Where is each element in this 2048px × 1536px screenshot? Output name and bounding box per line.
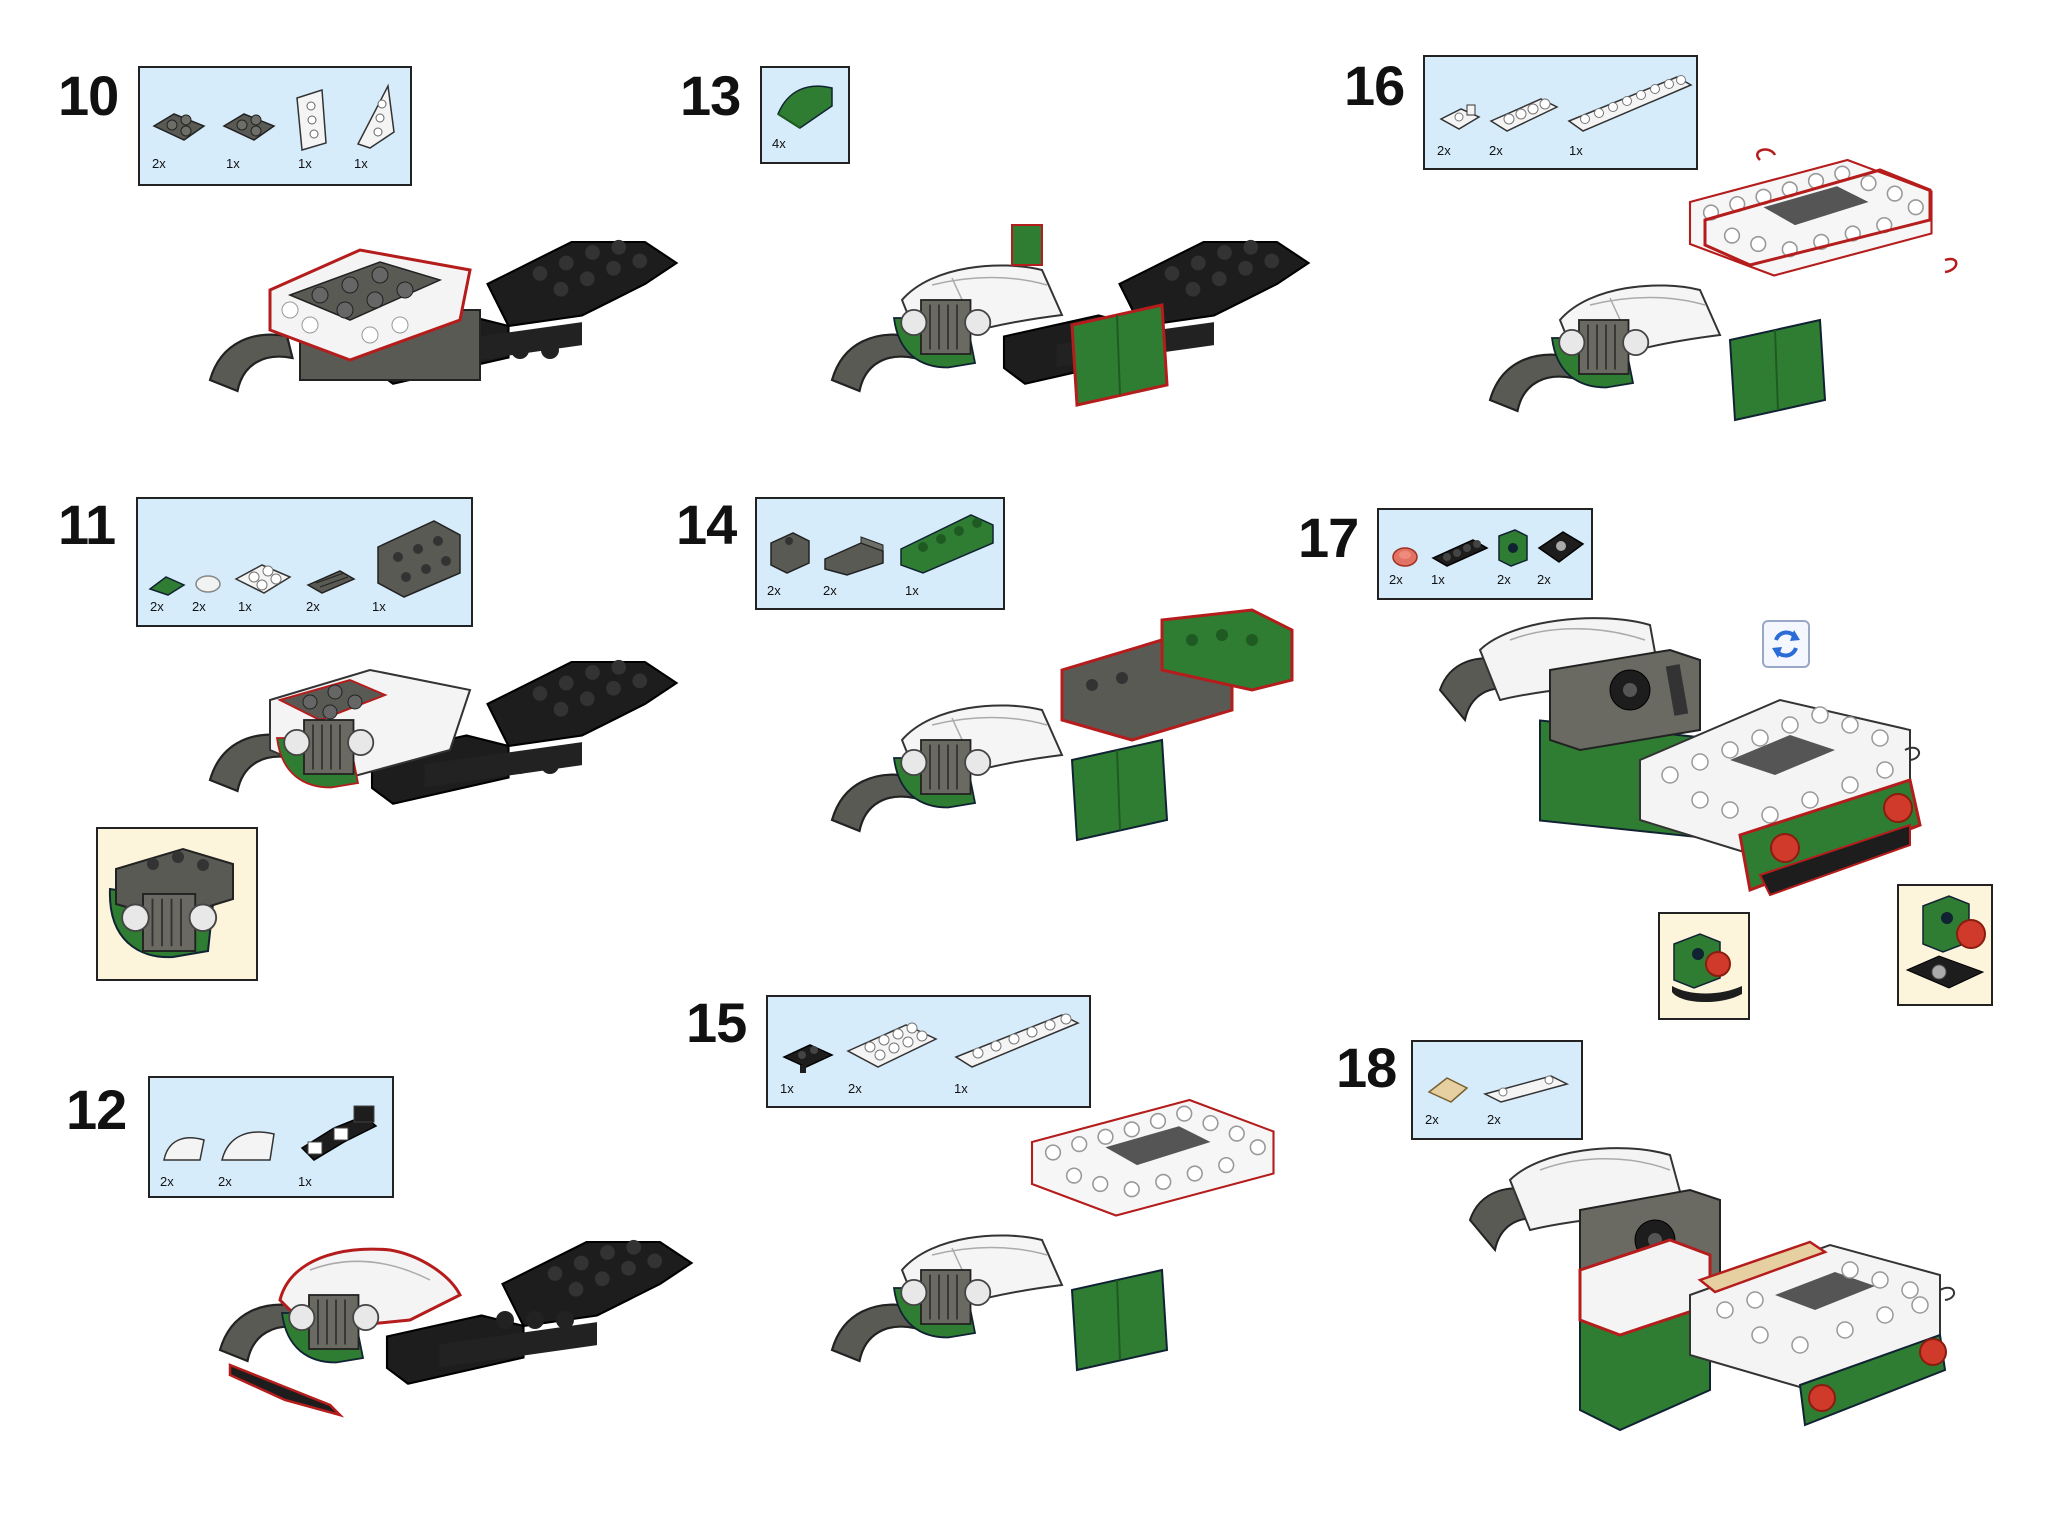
part-qty: 2x [823, 583, 837, 598]
model-step-15 [830, 1098, 1275, 1371]
grille-subassembly-icon [108, 847, 234, 959]
part-qty: 2x [1497, 572, 1511, 587]
black-exhaust-clip-icon [300, 1105, 378, 1161]
part-qty: 2x [848, 1081, 862, 1096]
step-number: 13 [680, 64, 741, 127]
dark-gray-bracket-plate-icon [377, 520, 461, 598]
step-number: 14 [676, 493, 737, 556]
dark-gray-slope-brick-icon [770, 532, 810, 574]
part-qty: 2x [1389, 572, 1403, 587]
green-curved-slope-icon [777, 85, 833, 129]
red-trans-round-plate-icon [1392, 547, 1418, 567]
part-qty: 2x [306, 599, 320, 614]
parts-list: 2x 2x 1x [148, 1076, 394, 1198]
tail-light-subassembly-icon [1672, 933, 1742, 1003]
part-qty: 2x [1487, 1112, 1501, 1127]
tan-tile-slope-icon [1427, 1077, 1469, 1103]
green-brick-1x4-icon [900, 514, 994, 574]
white-plate-1x6-icon [954, 1013, 1080, 1068]
part-qty: 2x [1537, 572, 1551, 587]
black-jumper-plate-icon [1537, 531, 1585, 563]
step-number: 10 [58, 64, 119, 127]
part-qty: 2x [1425, 1112, 1439, 1127]
parts-list: 2x 2x 1x 2x 1x [136, 497, 473, 627]
part-qty: 2x [218, 1174, 232, 1189]
model-step-18 [1468, 1147, 1955, 1432]
part-qty: 2x [160, 1174, 174, 1189]
black-plate-1x4-icon [1431, 539, 1489, 567]
tail-light-callout [1897, 884, 1993, 1006]
green-technic-brick-icon [1498, 529, 1528, 567]
part-qty: 1x [238, 599, 252, 614]
parts-list: 2x 1x 2x 2x [1377, 508, 1593, 600]
dark-gray-corner-plate-icon [152, 113, 206, 141]
green-slope-tile-icon [148, 576, 186, 596]
part-qty: 1x [905, 583, 919, 598]
part-qty: 4x [772, 136, 786, 151]
white-wedge-plate-icon [296, 88, 327, 151]
parts-list: 2x 2x 1x [755, 497, 1005, 610]
white-curved-slope-large-icon [221, 1131, 275, 1161]
sub-assembly-callout [96, 827, 258, 981]
tail-light-callout [1658, 912, 1750, 1020]
part-qty: 2x [1437, 143, 1451, 158]
parts-list: 1x 2x 1x [766, 995, 1091, 1108]
white-plate-2x2-icon [234, 564, 292, 594]
model-step-11 [208, 658, 678, 805]
white-plate-1x8-icon [1567, 75, 1693, 132]
white-plate-1x4-icon [1489, 98, 1559, 132]
part-qty: 1x [354, 156, 368, 171]
part-qty: 2x [150, 599, 164, 614]
step-number: 17 [1298, 506, 1359, 569]
part-qty: 1x [1569, 143, 1583, 158]
dark-gray-grille-tile-icon [306, 570, 356, 594]
part-qty: 2x [152, 156, 166, 171]
white-clip-plate-icon [1439, 104, 1481, 130]
parts-list: 2x 1x 1x 1x [138, 66, 412, 186]
parts-list: 2x 2x 1x [1423, 55, 1698, 170]
model-step-10 [208, 238, 678, 393]
step-number: 18 [1336, 1036, 1397, 1099]
black-clip-plate-icon [782, 1044, 834, 1073]
white-plate-2x4-icon [846, 1022, 938, 1068]
tail-light-subassembly-icon [1905, 895, 1986, 989]
part-qty: 1x [954, 1081, 968, 1096]
dark-gray-bracket-icon [824, 536, 884, 576]
part-qty: 1x [1431, 572, 1445, 587]
step-number: 12 [66, 1078, 127, 1141]
part-qty: 1x [226, 156, 240, 171]
model-step-16 [1488, 148, 1958, 421]
model-step-13 [830, 224, 1310, 407]
white-wedge-plate-icon [356, 83, 395, 149]
part-qty: 2x [767, 583, 781, 598]
parts-list: 2x 2x [1411, 1040, 1583, 1140]
part-qty: 1x [298, 1174, 312, 1189]
step-number: 15 [686, 991, 747, 1054]
step-number: 16 [1344, 54, 1405, 117]
part-qty: 2x [1489, 143, 1503, 158]
clear-round-tile-icon [195, 575, 221, 593]
part-qty: 1x [372, 599, 386, 614]
parts-list: 4x [760, 66, 850, 164]
white-curved-slope-icon [163, 1137, 205, 1161]
model-step-12 [218, 1238, 693, 1418]
rotate-model-icon [1762, 620, 1810, 668]
step-number: 11 [58, 493, 116, 556]
part-qty: 1x [298, 156, 312, 171]
part-qty: 2x [192, 599, 206, 614]
part-qty: 1x [780, 1081, 794, 1096]
model-step-14 [830, 608, 1294, 841]
dark-gray-corner-plate-icon [222, 113, 276, 141]
model-step-17 [1438, 617, 1922, 897]
white-plate-1x4-stud-icon [1482, 1075, 1570, 1103]
